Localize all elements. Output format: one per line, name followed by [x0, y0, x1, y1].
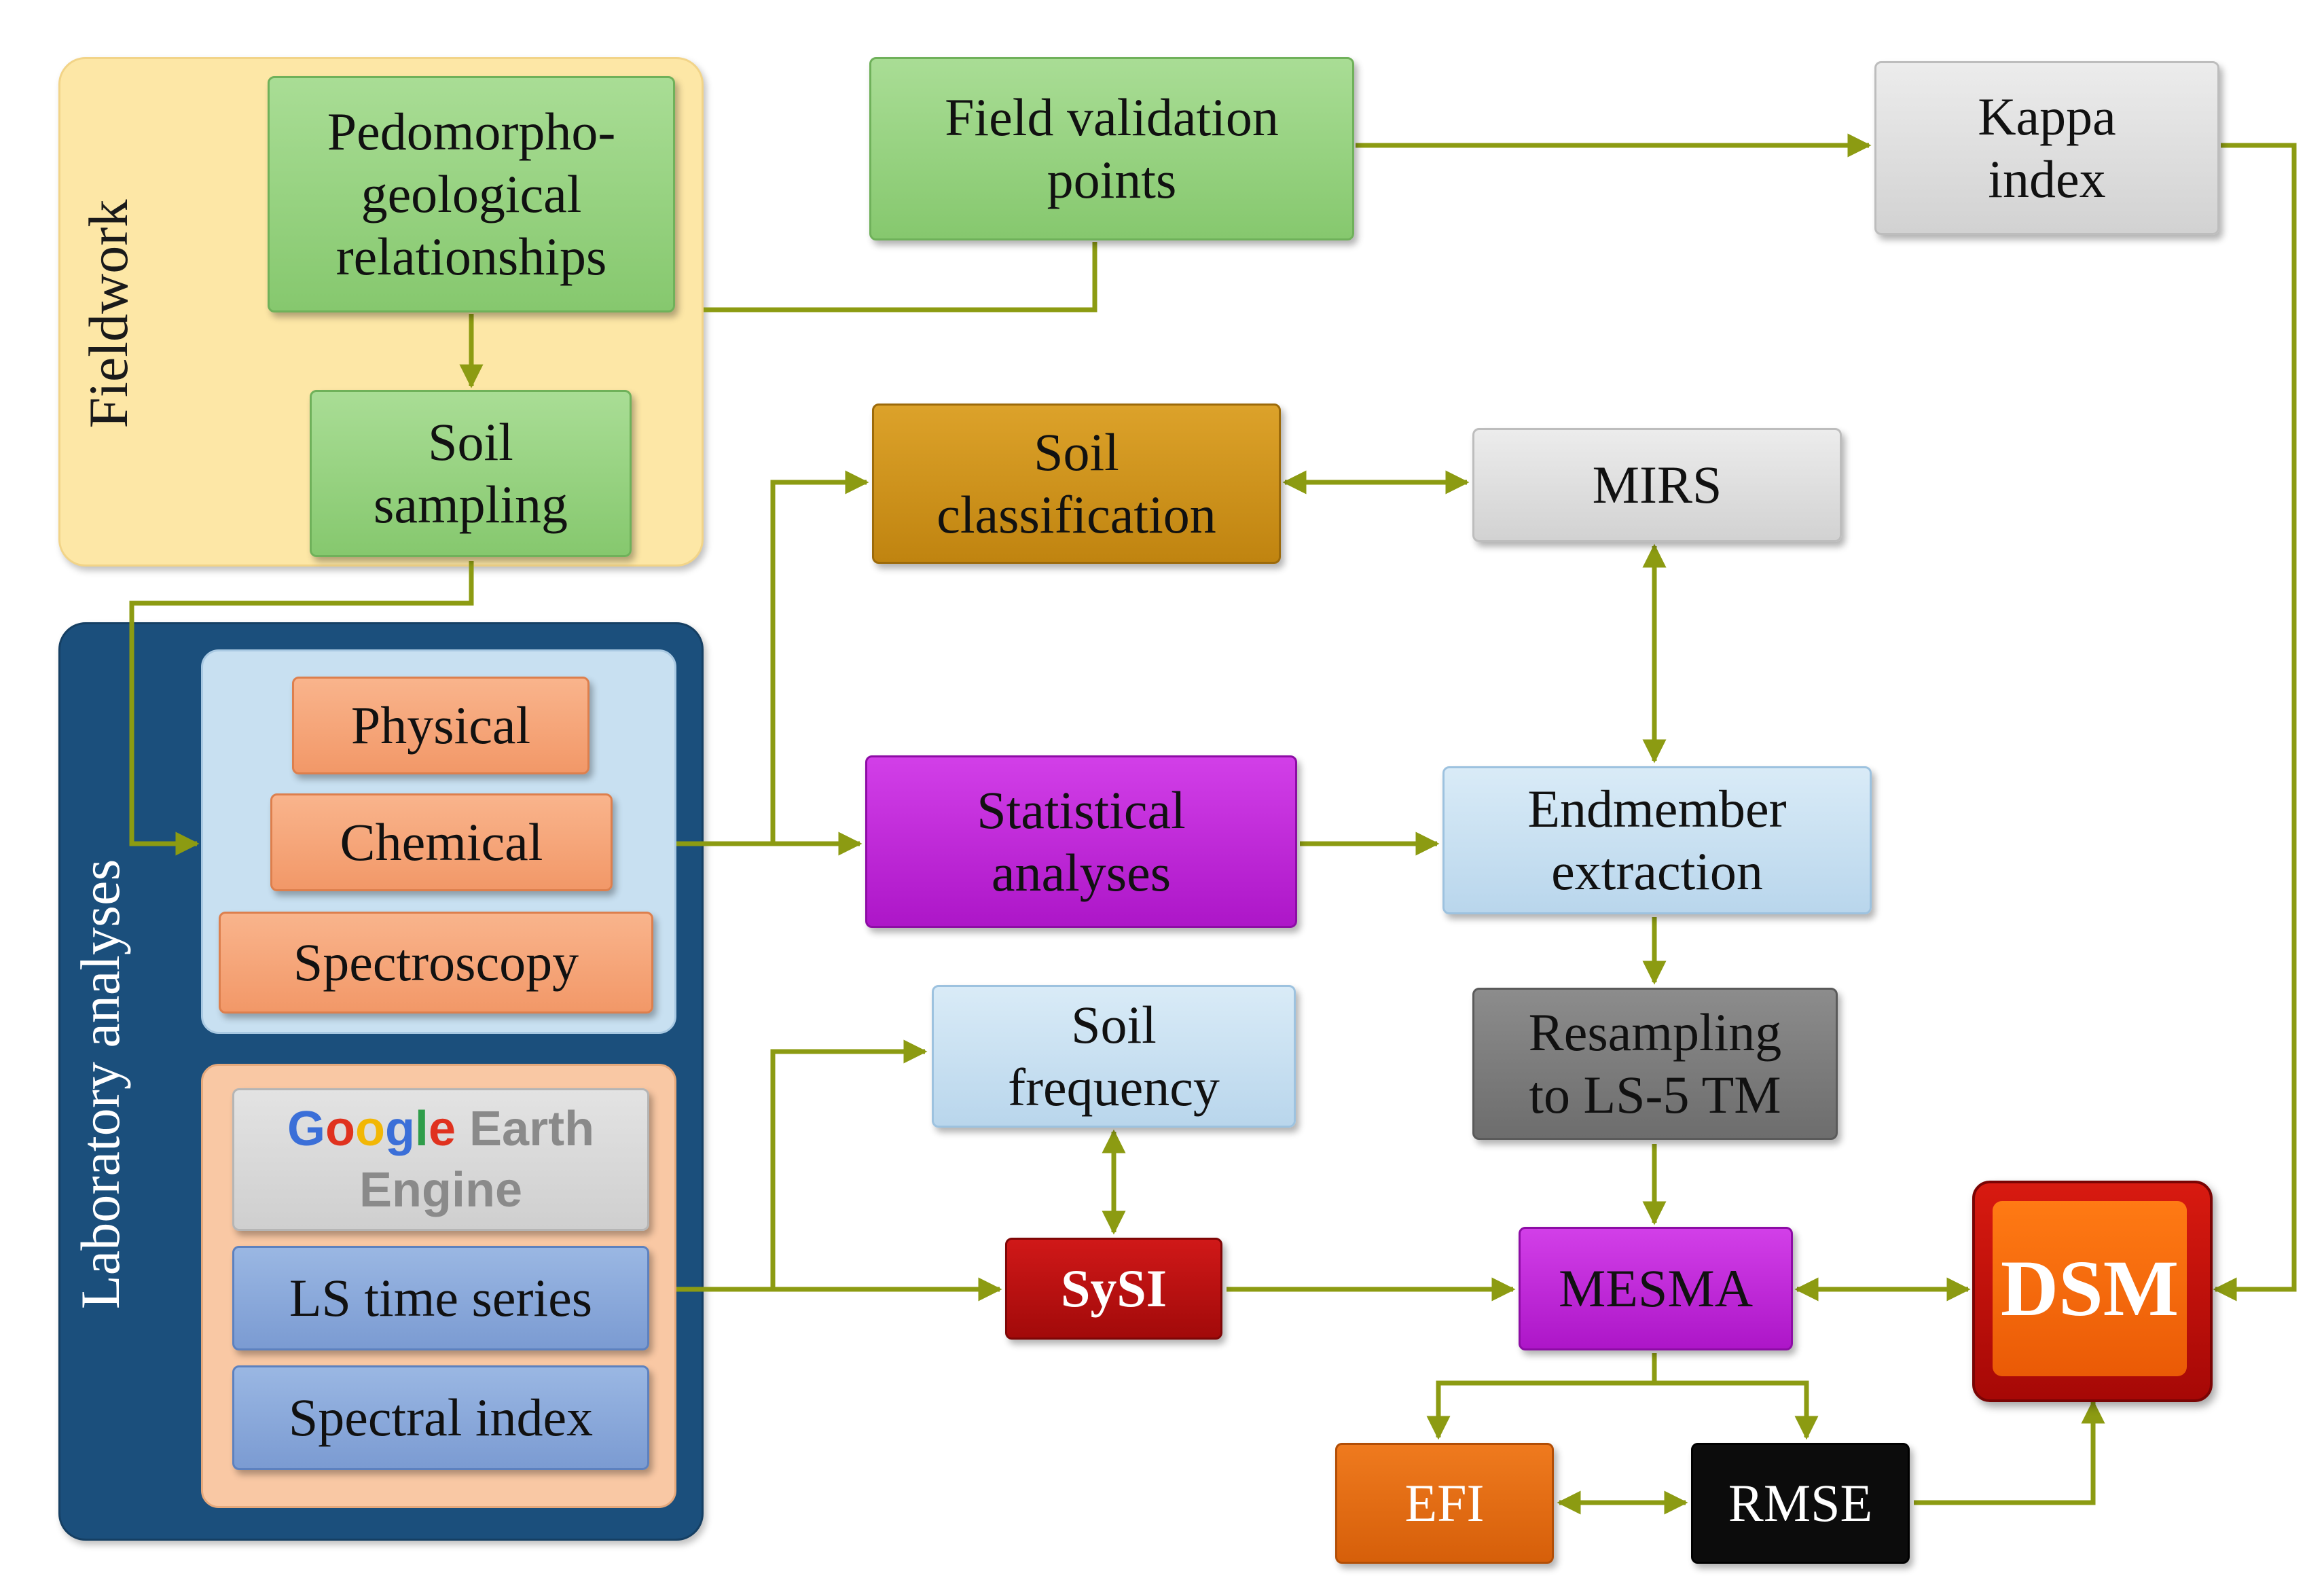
- pedomorpho-line-2: geological: [361, 164, 582, 223]
- arrow-sampling-to-lab: [129, 561, 474, 856]
- efi-box: EFI: [1335, 1443, 1554, 1564]
- spectral-index-box: Spectral index: [232, 1365, 649, 1470]
- statistical-line-2: analyses: [991, 843, 1172, 902]
- mesma-box: MESMA: [1519, 1227, 1793, 1350]
- resampling-line-2: to LS-5 TM: [1529, 1065, 1781, 1124]
- soil-classification-box: Soil classification: [872, 404, 1281, 564]
- mesma-label: MESMA: [1558, 1258, 1754, 1318]
- pedomorpho-geological-box: Pedomorpho- geological relationships: [268, 76, 675, 312]
- google-letter-1: G: [287, 1102, 325, 1156]
- ls-time-series-box: LS time series: [232, 1246, 649, 1350]
- soil-frequency-box: Soil frequency: [932, 985, 1296, 1128]
- google-earth-engine-wordmark: Google Earth Engine: [287, 1098, 594, 1221]
- google-earth-engine-logo: Google Earth Engine: [232, 1088, 649, 1231]
- google-letter-5: l: [414, 1102, 429, 1156]
- arrow-rmse-to-dsm: [1914, 1399, 2105, 1505]
- soil-frequency-line-2: frequency: [1008, 1058, 1220, 1117]
- arrow-kappa-to-dsm: [2213, 143, 2297, 1302]
- dsm-label: DSM: [2000, 1244, 2179, 1333]
- mirs-box: MIRS: [1472, 428, 1842, 542]
- kappa-line-1: Kappa: [1978, 86, 2116, 146]
- google-letter-2: o: [325, 1102, 355, 1156]
- dsm-box: DSM: [1993, 1201, 2187, 1376]
- spectroscopy-box: Spectroscopy: [219, 912, 653, 1014]
- field-validation-line-2: points: [1047, 150, 1177, 209]
- physical-label: Physical: [350, 695, 531, 755]
- arrow-mesma-to-rmse: [1654, 1380, 1819, 1440]
- arrow-ls-to-soil-frequency: [770, 1039, 928, 1289]
- mirs-label: MIRS: [1592, 454, 1722, 514]
- google-letter-6: e: [428, 1102, 456, 1156]
- soil-frequency-line-1: Soil: [1071, 994, 1157, 1054]
- engine-word: Engine: [359, 1163, 522, 1217]
- endmember-line-1: Endmember: [1527, 778, 1787, 838]
- rmse-label: RMSE: [1728, 1473, 1873, 1533]
- kappa-line-2: index: [1988, 149, 2106, 209]
- soil-classification-line-2: classification: [937, 485, 1216, 544]
- physical-box: Physical: [292, 677, 589, 774]
- sysi-box: SySI: [1005, 1238, 1222, 1340]
- kappa-index-box: Kappa index: [1874, 61, 2219, 235]
- efi-label: EFI: [1404, 1473, 1485, 1533]
- spectroscopy-label: Spectroscopy: [293, 932, 579, 992]
- line-pedomorpho-to-validation: [704, 242, 1097, 312]
- resampling-line-1: Resampling: [1528, 1002, 1782, 1062]
- chemical-label: Chemical: [340, 812, 543, 872]
- pedomorpho-line-1: Pedomorpho-: [327, 101, 616, 161]
- field-validation-line-1: Field validation: [945, 87, 1279, 147]
- resampling-box: Resampling to LS-5 TM: [1472, 988, 1838, 1140]
- chemical-box: Chemical: [270, 793, 613, 891]
- sysi-label: SySI: [1060, 1258, 1167, 1318]
- field-validation-box: Field validation points: [869, 57, 1354, 240]
- arrow-lab-to-soil-classification: [770, 470, 869, 844]
- statistical-analyses-box: Statistical analyses: [865, 755, 1297, 928]
- google-letter-3: o: [355, 1102, 385, 1156]
- soil-sampling-box: Soil sampling: [310, 390, 632, 557]
- ls-time-series-label: LS time series: [289, 1268, 593, 1327]
- soil-sampling-line-2: sampling: [374, 475, 568, 534]
- soil-classification-line-1: Soil: [1034, 422, 1119, 482]
- statistical-line-1: Statistical: [977, 780, 1186, 840]
- soil-sampling-line-1: Soil: [428, 412, 513, 471]
- rmse-box: RMSE: [1691, 1443, 1910, 1564]
- pedomorpho-line-3: relationships: [335, 227, 607, 287]
- endmember-line-2: extraction: [1551, 842, 1763, 901]
- arrow-mesma-to-efi: [1426, 1380, 1654, 1440]
- endmember-extraction-box: Endmember extraction: [1442, 766, 1872, 914]
- spectral-index-label: Spectral index: [288, 1387, 594, 1447]
- google-letter-4: g: [384, 1102, 415, 1156]
- earth-word: Earth: [469, 1102, 595, 1156]
